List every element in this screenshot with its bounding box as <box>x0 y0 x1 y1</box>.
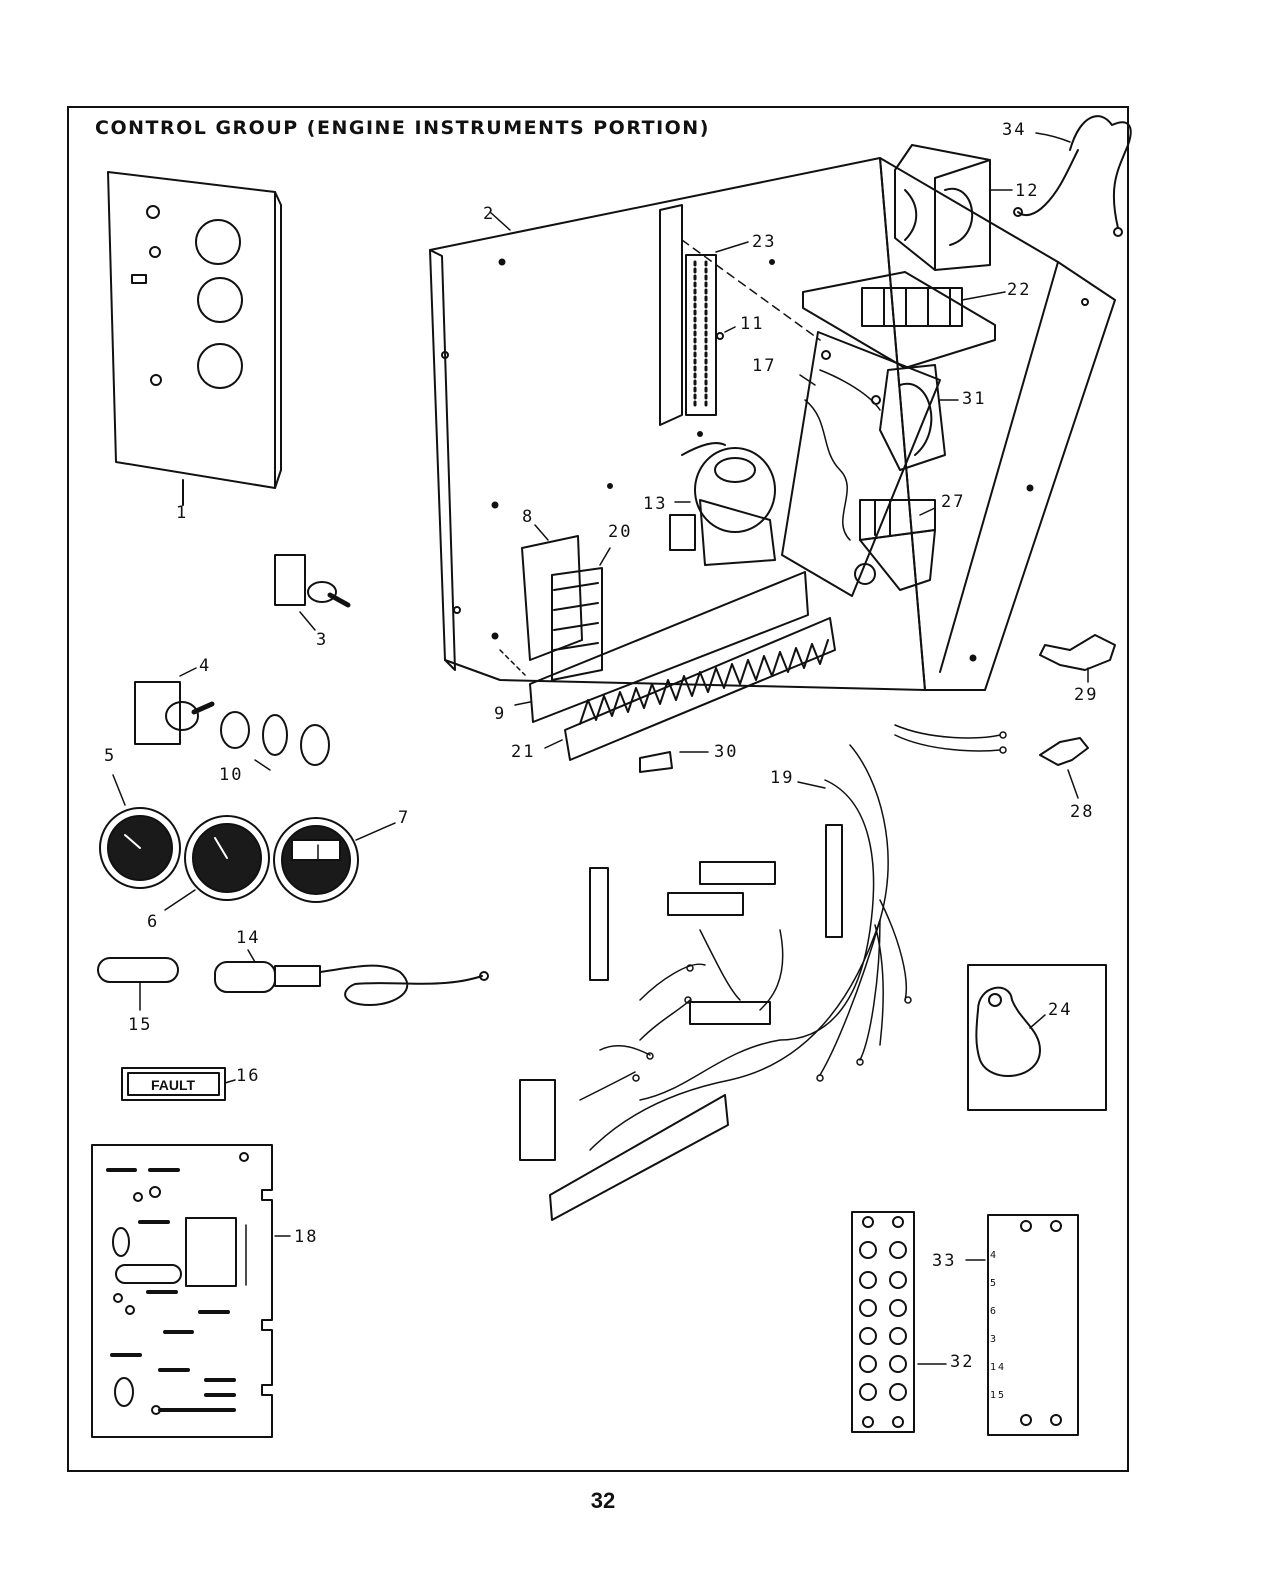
strip-label: 6 <box>990 1306 998 1317</box>
callout-29: 29 <box>1074 685 1098 705</box>
relay-socket-part-27 <box>860 500 935 590</box>
fault-plate-text: FAULT <box>151 1077 196 1093</box>
front-panel-part-1 <box>108 172 281 505</box>
callout-11: 11 <box>740 314 764 334</box>
hardware-part-10 <box>221 712 329 770</box>
strip-label: 14 <box>990 1362 1006 1373</box>
callout-33: 33 <box>932 1251 956 1271</box>
callout-27: 27 <box>941 492 965 512</box>
callout-17: 17 <box>752 356 776 376</box>
switch-part-4 <box>135 668 212 744</box>
callout-3: 3 <box>316 630 328 650</box>
callout-18: 18 <box>294 1227 318 1247</box>
callout-24: 24 <box>1048 1000 1072 1020</box>
callout-28: 28 <box>1070 802 1094 822</box>
clamp-inset-part-24 <box>968 965 1106 1110</box>
relay-part-12 <box>895 145 1012 270</box>
terminal-strip-part-21 <box>545 618 835 760</box>
callout-15: 15 <box>128 1015 152 1035</box>
callout-32: 32 <box>950 1352 974 1372</box>
callout-23: 23 <box>752 232 776 252</box>
lamp-socket-part-14 <box>215 950 488 1005</box>
wire-clip-part-34 <box>1014 116 1131 236</box>
callout-14: 14 <box>236 928 260 948</box>
gauge-part-7 <box>274 818 395 902</box>
callout-34: 34 <box>1002 120 1026 140</box>
callout-6: 6 <box>147 912 159 932</box>
callout-1: 1 <box>176 503 188 523</box>
callout-7: 7 <box>398 808 410 828</box>
circuit-board-part-18 <box>92 1145 290 1437</box>
callout-10: 10 <box>219 765 243 785</box>
callout-31: 31 <box>962 389 986 409</box>
wiring-harness-part-19 <box>520 725 1006 1220</box>
solenoid-part-13 <box>670 443 775 565</box>
strip-label: 15 <box>990 1390 1006 1401</box>
page-number: 32 <box>589 1488 617 1514</box>
callout-2: 2 <box>483 204 495 224</box>
callout-8: 8 <box>522 507 534 527</box>
marker-card-part-33 <box>966 1215 1078 1435</box>
gauge-part-6 <box>165 816 269 910</box>
callout-30: 30 <box>714 742 738 762</box>
lamp-part-15 <box>98 958 178 1010</box>
clip-part-30 <box>640 752 708 772</box>
callout-13: 13 <box>643 494 667 514</box>
relay-socket-part-22 <box>803 272 1005 368</box>
callout-12: 12 <box>1015 181 1039 201</box>
strip-label: 4 <box>990 1250 998 1261</box>
callout-9: 9 <box>494 704 506 724</box>
toggle-switch-part-3 <box>275 555 348 630</box>
callout-4: 4 <box>199 656 211 676</box>
clip-part-28 <box>1040 738 1088 798</box>
callout-5: 5 <box>104 746 116 766</box>
strip-label: 5 <box>990 1278 998 1289</box>
screw-part-11 <box>717 327 735 339</box>
callout-22: 22 <box>1007 280 1031 300</box>
strip-label: 3 <box>990 1334 998 1345</box>
gauge-part-5 <box>100 775 180 888</box>
relay-part-31 <box>880 365 958 470</box>
terminal-board-part-32 <box>852 1212 946 1432</box>
callout-19: 19 <box>770 768 794 788</box>
callout-16: 16 <box>236 1066 260 1086</box>
callout-21: 21 <box>511 742 535 762</box>
callout-20: 20 <box>608 522 632 542</box>
bracket-part-29 <box>1040 635 1115 682</box>
